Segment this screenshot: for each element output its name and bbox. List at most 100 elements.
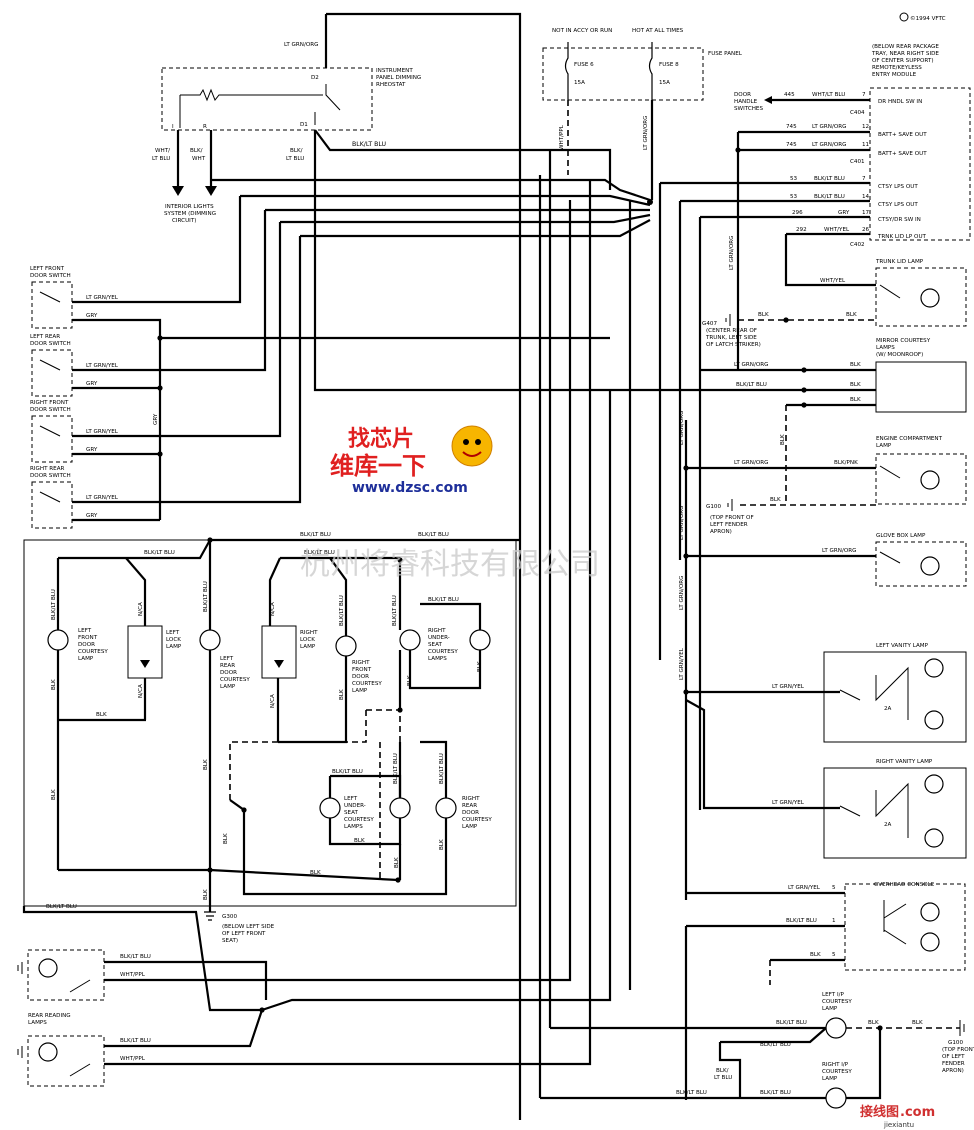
svg-text:WHT/: WHT/ — [155, 148, 170, 154]
svg-text:N/CA: N/CA — [270, 694, 276, 708]
svg-text:BLK/LT BLU: BLK/LT BLU — [428, 597, 459, 603]
svg-text:BLK/LT BLU: BLK/LT BLU — [339, 595, 345, 626]
svg-text:APRON): APRON) — [942, 1068, 964, 1074]
company-watermark: 杭州将睿科技有限公司 — [300, 547, 600, 582]
svg-text:FRONT: FRONT — [352, 667, 372, 673]
svg-text:LT GRN/ORG: LT GRN/ORG — [284, 42, 318, 48]
svg-text:GRY: GRY — [86, 381, 98, 387]
glove-box-lamp: GLOVE BOX LAMP — [875, 533, 967, 587]
svg-text:LT GRN/ORG: LT GRN/ORG — [822, 548, 856, 554]
svg-text:DOOR: DOOR — [78, 642, 95, 648]
svg-text:BLK/LT BLU: BLK/LT BLU — [352, 141, 386, 148]
svg-text:BLK/LT BLU: BLK/LT BLU — [203, 581, 209, 612]
svg-text:LT GRN/ORG: LT GRN/ORG — [734, 460, 768, 466]
svg-text:BLK: BLK — [203, 889, 209, 900]
svg-text:LAMP: LAMP — [166, 644, 182, 650]
svg-text:LEFT FRONT: LEFT FRONT — [30, 266, 65, 272]
trunk-lid-lamp: TRUNK LID LAMP — [875, 259, 967, 327]
svg-text:BLK/LT BLU: BLK/LT BLU — [676, 1090, 707, 1096]
svg-text:BLK/LT BLU: BLK/LT BLU — [120, 1038, 151, 1044]
svg-text:LOCK: LOCK — [300, 637, 315, 643]
svg-text:LAMP: LAMP — [822, 1006, 838, 1012]
svg-text:LT GRN/ORG: LT GRN/ORG — [679, 506, 685, 540]
svg-text:BLK: BLK — [51, 679, 57, 690]
svg-text:(CENTER REAR OF: (CENTER REAR OF — [706, 328, 757, 334]
right-lock-lamp: RIGHT LOCK LAMP — [261, 625, 318, 679]
svg-text:LEFT FENDER: LEFT FENDER — [710, 522, 748, 528]
svg-text:接线图: 接线图 — [860, 1104, 899, 1120]
svg-text:D1: D1 — [300, 122, 308, 128]
svg-text:OVERHEAD CONSOLE: OVERHEAD CONSOLE — [874, 882, 935, 888]
svg-text:BLK: BLK — [850, 397, 861, 403]
svg-text:SWITCHES: SWITCHES — [734, 106, 763, 112]
svg-text:C402: C402 — [850, 242, 865, 248]
svg-text:BLK/: BLK/ — [716, 1068, 729, 1074]
mirror-courtesy-lamps: MIRROR COURTESY LAMPS (W/ MOONROOF) — [875, 338, 967, 413]
svg-text:BLK/LT BLU: BLK/LT BLU — [120, 954, 151, 960]
svg-text:LT BLU: LT BLU — [714, 1075, 732, 1081]
svg-text:LEFT REAR: LEFT REAR — [30, 334, 60, 340]
svg-text:D2: D2 — [311, 75, 319, 81]
svg-text:LT GRN/YEL: LT GRN/YEL — [86, 429, 119, 435]
svg-text:BATT+ SAVE OUT: BATT+ SAVE OUT — [878, 132, 927, 138]
svg-text:MIRROR COURTESY: MIRROR COURTESY — [876, 338, 931, 344]
svg-text:RIGHT FRONT: RIGHT FRONT — [30, 400, 69, 406]
overhead-console: OVERHEAD CONSOLE — [844, 882, 966, 971]
svg-text:LT GRN/ORG: LT GRN/ORG — [812, 124, 846, 130]
svg-text:BLK: BLK — [439, 839, 445, 850]
svg-text:SYSTEM (DIMMING: SYSTEM (DIMMING — [164, 211, 216, 217]
svg-text:2A: 2A — [884, 706, 892, 712]
svg-text:LAMPS: LAMPS — [428, 656, 447, 662]
svg-text:DOOR: DOOR — [352, 674, 369, 680]
svg-text:REAR: REAR — [462, 803, 477, 809]
svg-text:BLK/LT BLU: BLK/LT BLU — [300, 532, 331, 538]
svg-text:WHT/YEL: WHT/YEL — [820, 278, 846, 284]
svg-text:DOOR: DOOR — [220, 670, 237, 676]
svg-text:BATT+ SAVE OUT: BATT+ SAVE OUT — [878, 151, 927, 157]
svg-text:WHT: WHT — [192, 156, 206, 162]
svg-text:DOOR: DOOR — [462, 810, 479, 816]
svg-text:BLK/LT BLU: BLK/LT BLU — [51, 589, 57, 620]
svg-text:维库一下: 维库一下 — [330, 452, 426, 480]
svg-text:LAMP: LAMP — [352, 688, 368, 694]
svg-text:BLK/LT BLU: BLK/LT BLU — [814, 194, 845, 200]
svg-text:jiexiantu: jiexiantu — [883, 1121, 914, 1129]
svg-text:445: 445 — [784, 92, 795, 98]
svg-text:WHT/PPL: WHT/PPL — [559, 124, 565, 150]
svg-text:RHEOSTAT: RHEOSTAT — [376, 82, 406, 88]
svg-text:BLK/LT BLU: BLK/LT BLU — [786, 918, 817, 924]
svg-text:1: 1 — [832, 918, 836, 924]
svg-text:LAMP: LAMP — [220, 684, 236, 690]
svg-text:UNDER-: UNDER- — [428, 635, 450, 641]
svg-text:LT GRN/ORG: LT GRN/ORG — [643, 116, 649, 150]
svg-text:LAMPS: LAMPS — [28, 1020, 47, 1026]
svg-text:RIGHT: RIGHT — [462, 796, 480, 802]
svg-text:FRONT: FRONT — [78, 635, 98, 641]
svg-text:DOOR: DOOR — [734, 92, 751, 98]
svg-text:FUSE 8: FUSE 8 — [659, 62, 679, 68]
svg-text:RIGHT REAR: RIGHT REAR — [30, 466, 65, 472]
svg-text:BLK/LT BLU: BLK/LT BLU — [736, 382, 767, 388]
svg-text:BLK/: BLK/ — [290, 148, 303, 154]
svg-text:15A: 15A — [574, 80, 585, 86]
svg-text:(TOP FRONT OF: (TOP FRONT OF — [710, 515, 754, 521]
svg-text:COURTESY: COURTESY — [78, 649, 108, 655]
svg-text:296: 296 — [792, 210, 803, 216]
svg-text:FENDER: FENDER — [942, 1061, 965, 1067]
svg-text:53: 53 — [790, 176, 798, 182]
svg-text:COURTESY: COURTESY — [220, 677, 250, 683]
svg-text:26: 26 — [862, 227, 870, 233]
svg-text:11: 11 — [862, 142, 870, 148]
svg-text:UNDER-: UNDER- — [344, 803, 366, 809]
svg-text:FUSE 6: FUSE 6 — [574, 62, 594, 68]
svg-text:7: 7 — [862, 92, 866, 98]
svg-text:PANEL DIMMING: PANEL DIMMING — [376, 75, 421, 81]
svg-text:C401: C401 — [850, 159, 865, 165]
svg-text:COURTESY: COURTESY — [822, 1069, 852, 1075]
svg-text:BLK: BLK — [354, 838, 365, 844]
svg-text:REMOTE/KEYLESS: REMOTE/KEYLESS — [872, 65, 922, 71]
svg-text:2A: 2A — [884, 822, 892, 828]
svg-text:BLK/: BLK/ — [190, 148, 203, 154]
svg-text:BLK/LT BLU: BLK/LT BLU — [760, 1042, 791, 1048]
